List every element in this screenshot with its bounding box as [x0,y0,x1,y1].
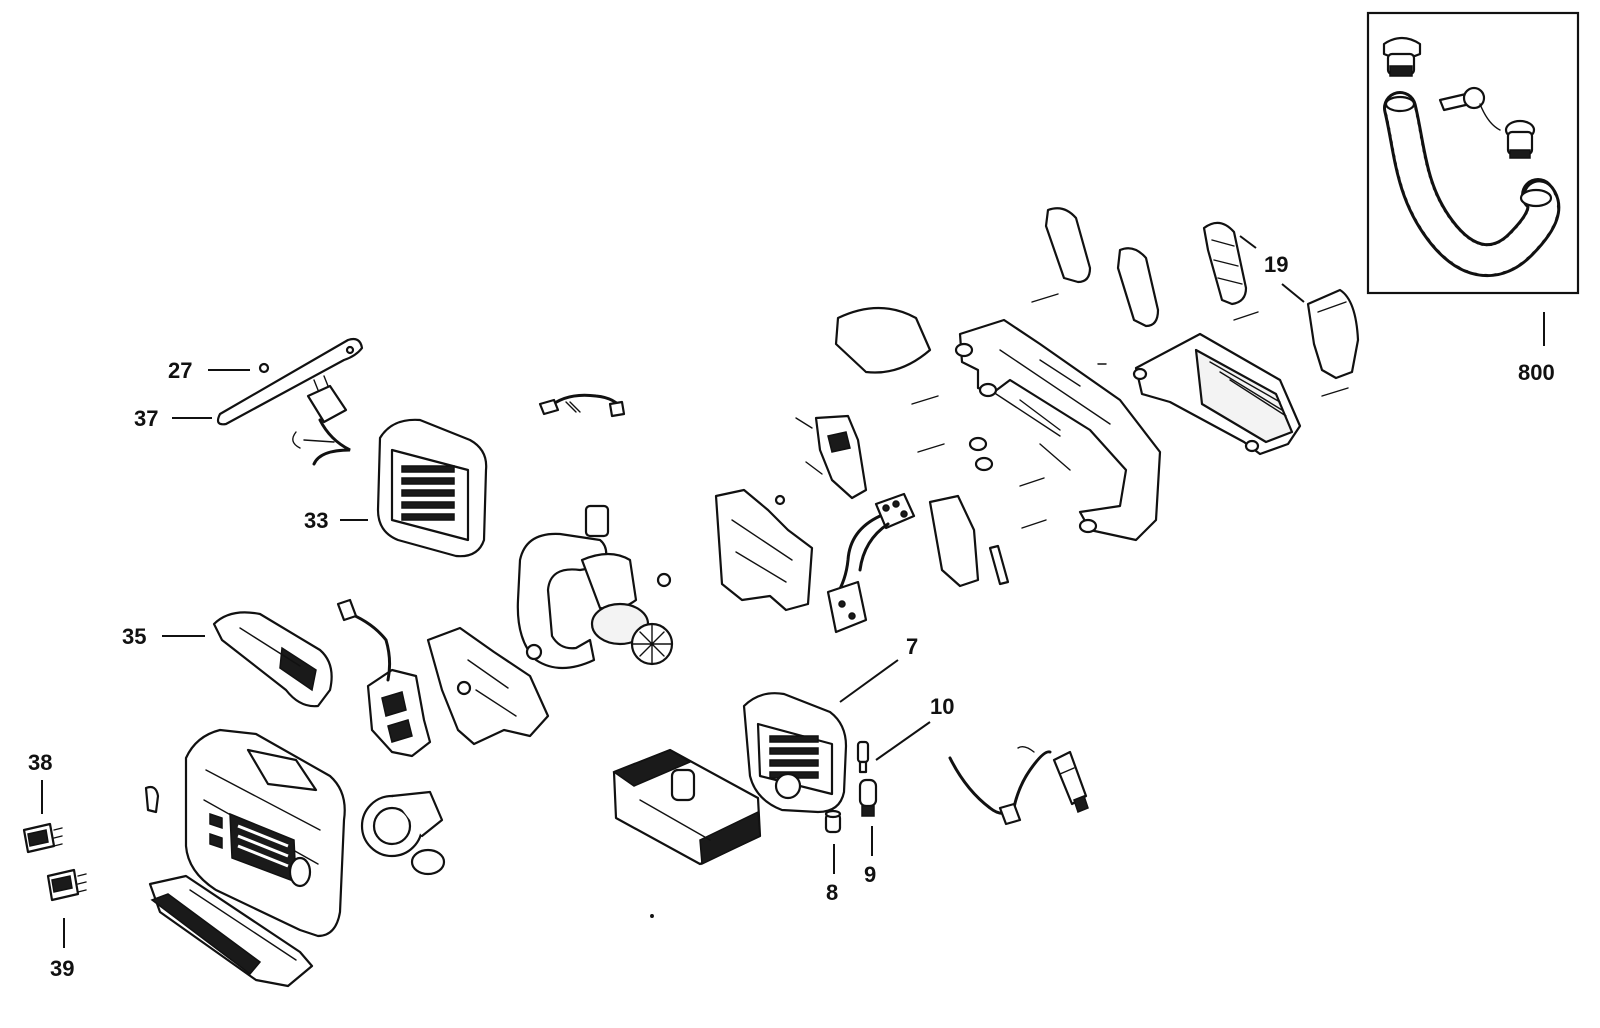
battery-tray [1132,332,1302,456]
motor-bracket [714,488,814,612]
label-plate-right [1116,247,1160,328]
callout-33: 33 [304,508,328,533]
stray-dot [650,914,654,918]
retainer-nut-27 [258,362,270,374]
callout-19: 19 [1264,252,1288,277]
callout-800: 800 [1518,360,1555,385]
callout-9: 9 [864,862,876,887]
dc-power-cord [948,745,1089,826]
corrugated-hose [1383,91,1561,278]
callout-35: 35 [122,624,146,649]
callout-27: 27 [168,358,192,383]
outlet-panel-7 [742,692,848,814]
ac-plug-cord [292,375,351,466]
cigarette-lighter-plug [1052,750,1089,813]
pcb-with-terminals [826,492,916,634]
control-board-assembly [336,598,432,758]
gasket-panel [834,306,932,374]
motor-mount-plate [426,626,550,746]
callout-37: 37 [134,406,158,431]
side-bracket [928,494,1010,588]
strap-37 [216,337,364,426]
label-plate-left [1044,207,1092,284]
callout-10: 10 [930,694,954,719]
base-tray [148,874,314,988]
compressor-assembly [516,504,674,670]
side-lens [144,785,160,814]
vent-slats [401,465,455,521]
blower-housing [360,790,446,876]
handle-cover-35 [212,611,333,708]
valve-stem-10 [856,740,870,774]
rocker-switch-38 [22,822,63,854]
rocker-switch-39 [46,868,87,902]
inflation-needle-adapter [1438,86,1536,159]
end-cap [1306,288,1360,380]
callout-39: 39 [50,956,74,981]
accessory-kit-inset [1366,11,1580,295]
hose-adapter-cap [1382,36,1422,77]
main-housing-body [184,728,346,938]
clip-19 [1202,221,1248,306]
inset-frame [1366,11,1580,295]
wire-harness [538,393,626,418]
inverter-heatsink [612,748,762,866]
callout-38: 38 [28,750,52,775]
switch-panel-bracket [795,414,868,500]
screws [911,293,1349,529]
callout-8: 8 [826,880,838,905]
brand-label-panel [229,812,297,884]
main-frame-chassis [954,318,1162,542]
callout-7: 7 [906,634,918,659]
valve-adapter-9 [858,778,878,817]
ac-module-33 [376,418,488,558]
nozzle-8 [824,809,842,834]
